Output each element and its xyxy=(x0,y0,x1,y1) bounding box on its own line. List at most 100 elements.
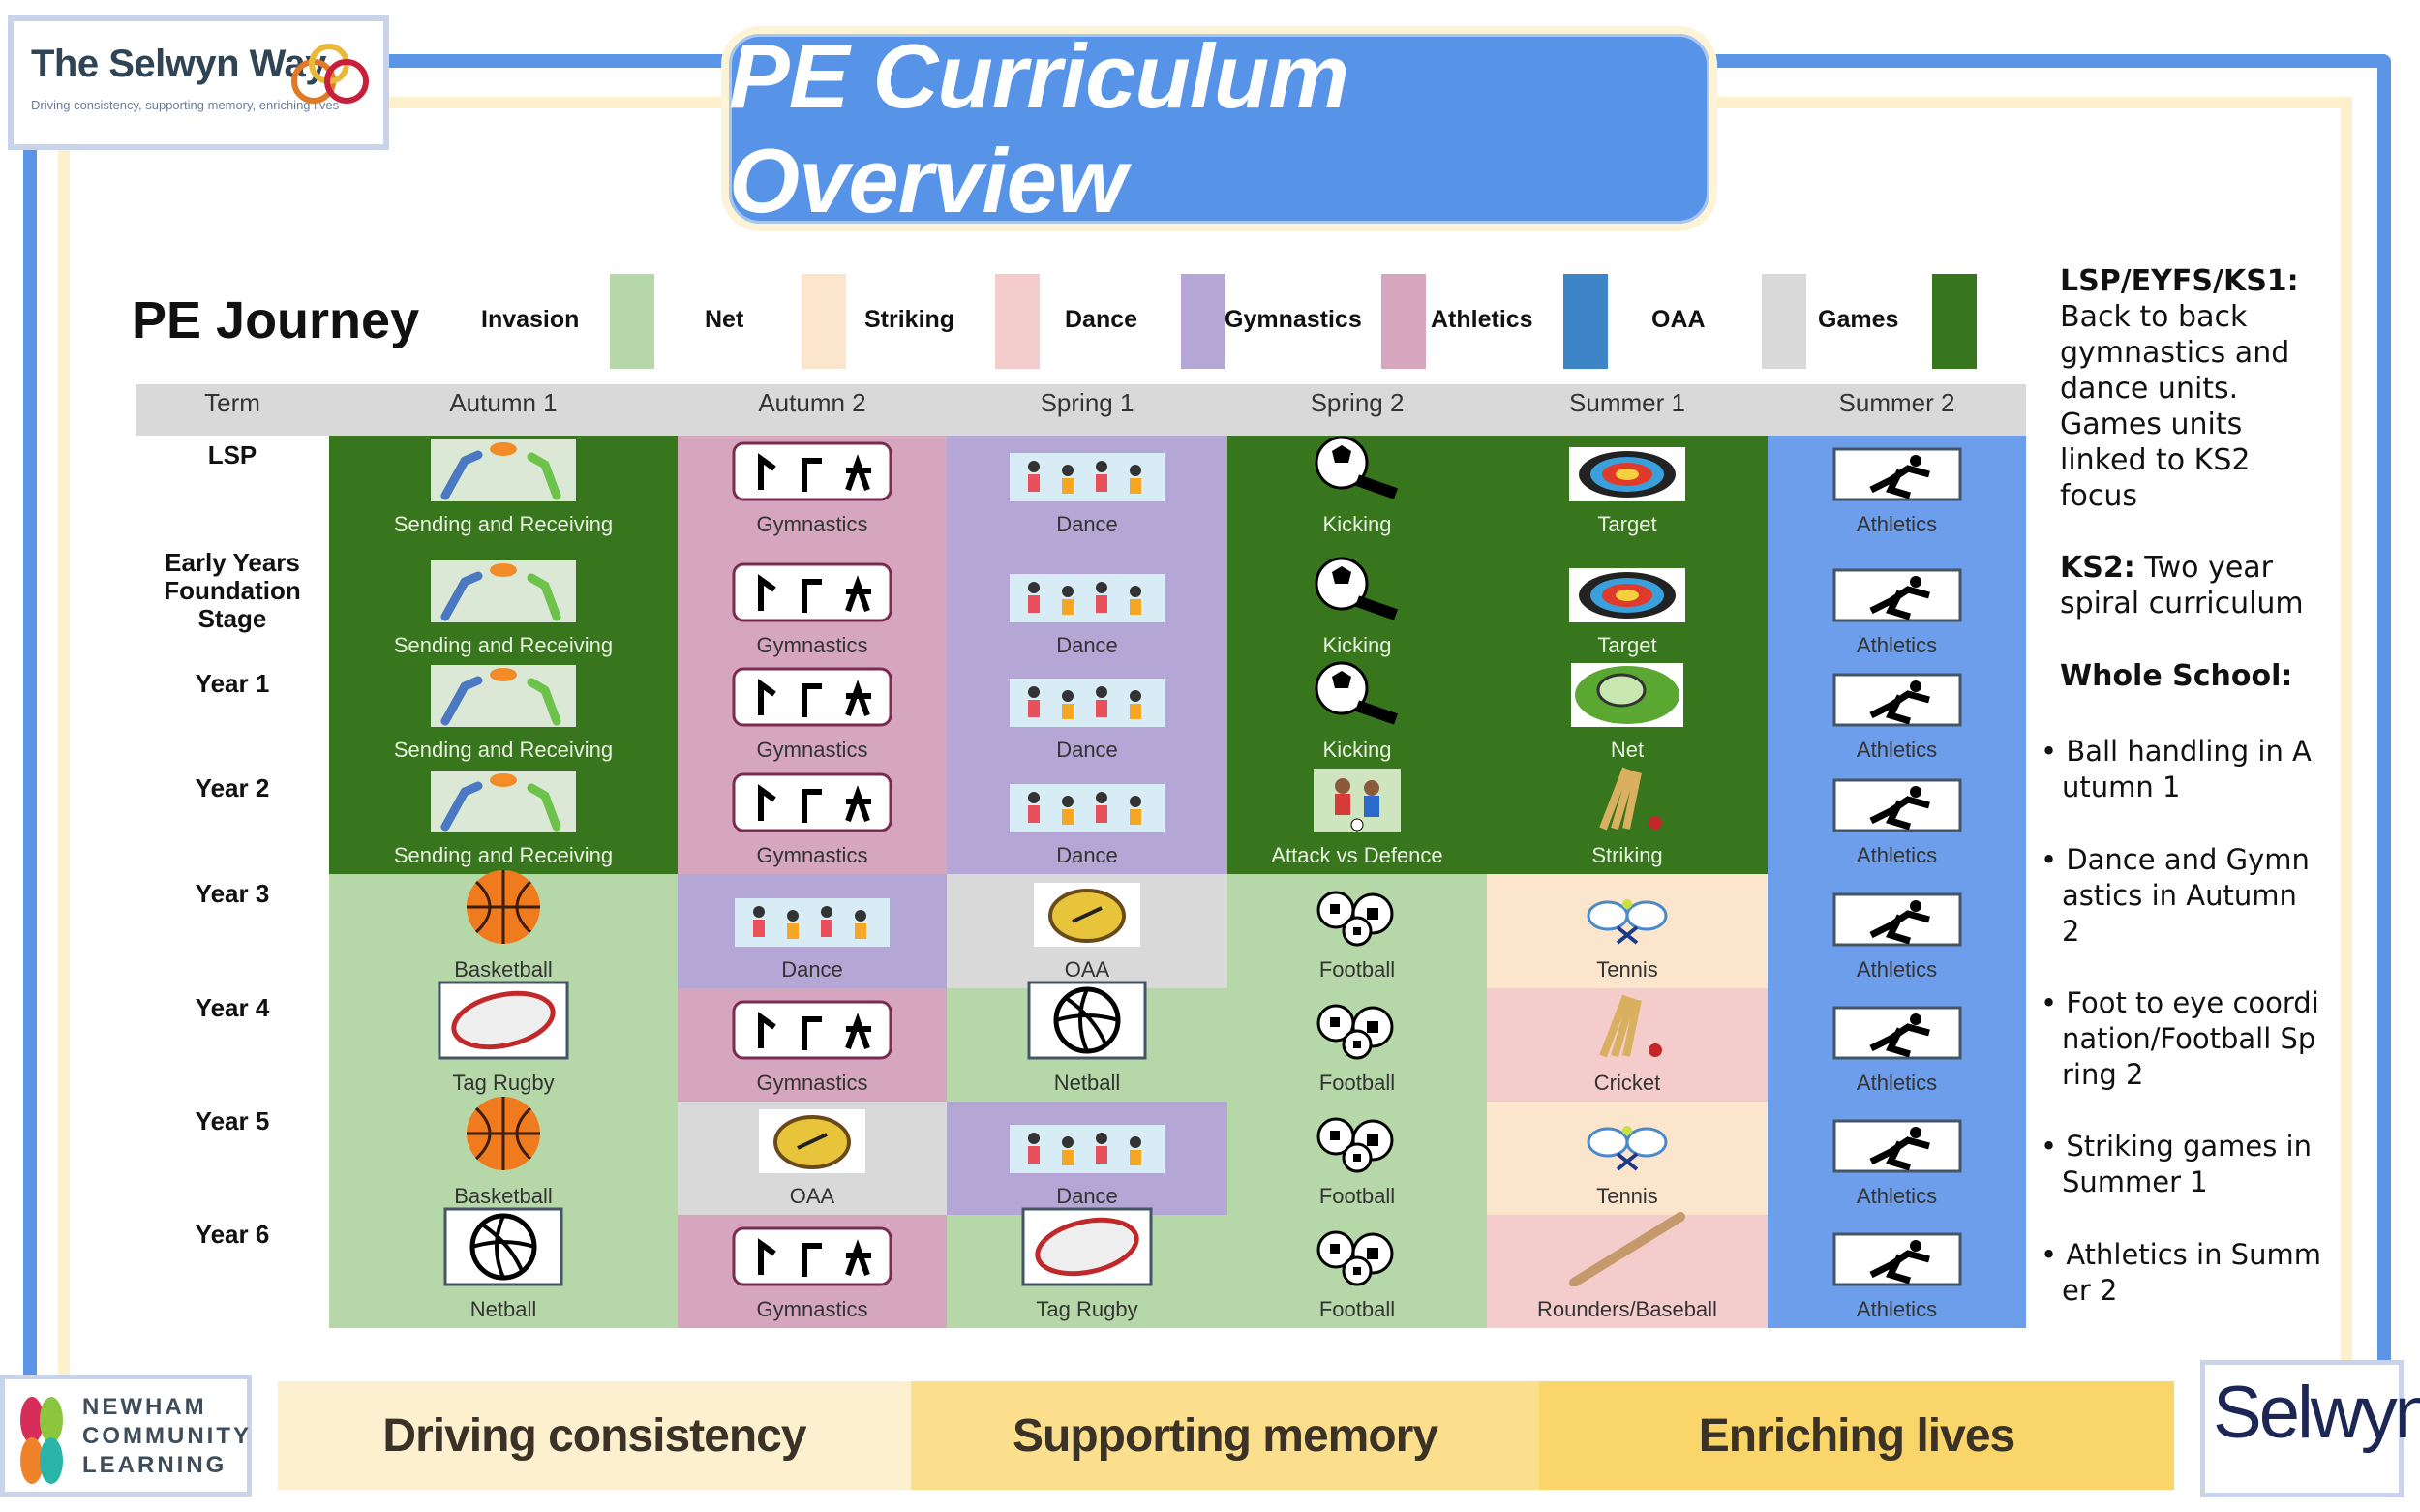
footer-segment: Supporting memory xyxy=(911,1381,1539,1490)
header-autumn-1: Autumn 1 xyxy=(449,388,558,417)
ncl-logo-text: NEWHAM COMMUNITY LEARNING xyxy=(82,1394,252,1478)
term-label: Year 2 xyxy=(195,773,270,802)
unit-cell: Athletics xyxy=(1768,436,2026,543)
legend-swatch-dance xyxy=(1181,274,1225,369)
athletics-icon xyxy=(1832,1119,1962,1178)
page-title: PE Curriculum Overview xyxy=(729,25,1349,231)
ncl-mark-icon xyxy=(20,1397,63,1484)
header-autumn-2: Autumn 2 xyxy=(758,388,866,417)
unit-label: Basketball xyxy=(454,1184,553,1208)
tennis-icon xyxy=(1579,1125,1676,1178)
kicking-icon xyxy=(1309,659,1406,732)
football-icon xyxy=(1309,1115,1406,1178)
legend-swatch-invasion xyxy=(610,274,654,369)
football-icon xyxy=(1309,889,1406,952)
unit-cell: Athletics xyxy=(1768,769,2026,874)
legend-label: Net xyxy=(705,306,744,333)
unit-cell: Dance xyxy=(678,874,947,988)
compass-icon xyxy=(759,1109,865,1178)
bullet-text: Dance and Gymnastics in Autumn 2 xyxy=(2062,843,2310,948)
unit-cell: Gymnastics xyxy=(678,769,947,874)
unit-cell: Athletics xyxy=(1768,664,2026,769)
selwyn-way-logo: The Selwyn Way Driving consistency, supp… xyxy=(8,15,389,150)
throw-icon xyxy=(431,439,576,506)
unit-cell: Football xyxy=(1227,874,1487,988)
unit-label: Attack vs Defence xyxy=(1271,843,1443,867)
unit-label: Tag Rugby xyxy=(1036,1297,1138,1321)
whole-school-bullet: • Dance and Gymnastics in Autumn 2 xyxy=(2041,843,2310,948)
unit-cell: Gymnastics xyxy=(678,543,947,664)
cricket-icon xyxy=(1584,990,1671,1065)
unit-cell: Football xyxy=(1227,1215,1487,1328)
unit-label: Dance xyxy=(1056,633,1118,657)
unit-cell: Gymnastics xyxy=(678,436,947,543)
athletics-icon xyxy=(1832,778,1962,837)
unit-cell: Cricket xyxy=(1487,988,1768,1102)
unit-label: Tennis xyxy=(1596,1184,1658,1208)
athletics-icon xyxy=(1832,568,1962,627)
unit-cell: Athletics xyxy=(1768,1102,2026,1215)
dance-icon xyxy=(1010,1125,1165,1178)
gymnastics-icon xyxy=(732,441,892,506)
football-icon xyxy=(1309,1002,1406,1065)
unit-label: Dance xyxy=(781,957,843,982)
unit-cell: Netball xyxy=(947,981,1227,1102)
netball-icon xyxy=(443,1207,563,1291)
term-label: Year 1 xyxy=(195,669,270,698)
unit-label: Gymnastics xyxy=(756,633,868,657)
kicking-icon xyxy=(1309,555,1406,627)
unit-cell: Target xyxy=(1487,543,1768,664)
whole-school-bullet: • Striking games in Summer 1 xyxy=(2041,1130,2312,1198)
target-icon xyxy=(1569,447,1685,506)
legend-swatch-net xyxy=(802,274,846,369)
unit-label: Athletics xyxy=(1856,633,1938,657)
unit-label: Athletics xyxy=(1856,843,1938,867)
unit-cell: Gymnastics xyxy=(678,988,947,1102)
gymnastics-icon xyxy=(732,772,892,837)
unit-cell: Tag Rugby xyxy=(947,1207,1227,1328)
whole-school-heading: Whole School: xyxy=(2060,658,2292,694)
bullet-text: Ball handling in Autumn 1 xyxy=(2062,735,2312,803)
legend-label: Athletics xyxy=(1431,306,1533,333)
gymnastics-icon xyxy=(732,1000,892,1065)
unit-cell: Athletics xyxy=(1768,874,2026,988)
unit-label: OAA xyxy=(1064,957,1110,982)
unit-cell: Sending and Receiving xyxy=(329,664,678,769)
legend-swatch-gymnastics xyxy=(1381,274,1426,369)
compass-icon xyxy=(1034,883,1140,952)
ks2-note: KS2: Two year spiral curriculum xyxy=(2060,550,2312,621)
unit-label: Gymnastics xyxy=(756,1071,868,1095)
athletics-icon xyxy=(1832,1232,1962,1291)
header-summer-1: Summer 1 xyxy=(1569,388,1685,417)
term-label: LSP xyxy=(207,440,257,469)
legend-label: Games xyxy=(1818,306,1899,333)
unit-cell: Dance xyxy=(947,769,1227,874)
term-label: Year 3 xyxy=(195,879,270,908)
unit-cell: Sending and Receiving xyxy=(329,769,678,874)
unit-label: Athletics xyxy=(1856,1071,1938,1095)
gymnastics-icon xyxy=(732,667,892,732)
footer-segment: Driving consistency xyxy=(278,1381,911,1490)
unit-label: Kicking xyxy=(1322,633,1392,657)
legend-swatch-games xyxy=(1932,274,1977,369)
unit-label: Gymnastics xyxy=(756,843,868,867)
unit-label: Net xyxy=(1610,738,1645,762)
unit-cell: Kicking xyxy=(1227,436,1487,543)
unit-cell: Dance xyxy=(947,543,1227,664)
unit-cell: Athletics xyxy=(1768,543,2026,664)
basketball-icon xyxy=(457,1094,550,1178)
cricket-icon xyxy=(1584,763,1671,837)
dance-icon xyxy=(1010,453,1165,506)
footer-segment: Enriching lives xyxy=(1539,1381,2174,1490)
unit-label: Dance xyxy=(1056,512,1118,536)
unit-label: Sending and Receiving xyxy=(393,633,614,657)
newham-community-learning-logo: NEWHAM COMMUNITY LEARNING xyxy=(0,1375,252,1497)
selwyn-logo-text: Selwyn xyxy=(2213,1372,2420,1454)
term-label: Year 5 xyxy=(195,1106,270,1135)
throw-icon xyxy=(431,771,576,837)
unit-label: Striking xyxy=(1591,843,1663,867)
